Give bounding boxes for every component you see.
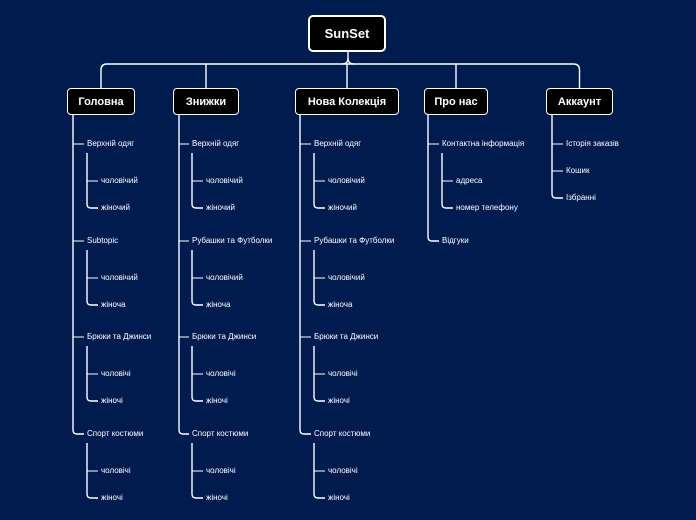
item-0-3-0[interactable]: чоловічі <box>101 466 131 475</box>
item-0-1-1[interactable]: жіноча <box>101 300 126 309</box>
group-1-2[interactable]: Брюки та Джинси <box>192 332 257 341</box>
item-2-2-1[interactable]: жіночі <box>328 396 350 405</box>
group-0-3[interactable]: Спорт костюми <box>87 429 144 438</box>
group-1-3[interactable]: Спорт костюми <box>192 429 249 438</box>
group-0-2[interactable]: Брюки та Джинси <box>87 332 152 341</box>
item-0-0-1[interactable]: жіночий <box>101 203 130 212</box>
group-1-1[interactable]: Рубашки та Футболки <box>192 236 273 245</box>
item-0-2-1[interactable]: жіночі <box>101 396 123 405</box>
group-4-0[interactable]: Історія заказів <box>566 139 619 148</box>
branch-3[interactable]: Про нас <box>424 88 488 115</box>
group-4-2[interactable]: Ізбранні <box>566 193 596 202</box>
group-0-1[interactable]: Subtopic <box>87 236 119 245</box>
item-1-2-0[interactable]: чоловічі <box>206 369 236 378</box>
branch-1[interactable]: Знижки <box>173 88 239 115</box>
item-1-3-0[interactable]: чоловічі <box>206 466 236 475</box>
item-2-1-0[interactable]: чоловічий <box>328 273 365 282</box>
branch-0[interactable]: Головна <box>67 88 135 115</box>
group-1-0[interactable]: Верхній одяг <box>192 139 240 148</box>
item-2-0-0[interactable]: чоловічий <box>328 176 365 185</box>
branch-4[interactable]: Аккаунт <box>546 88 613 115</box>
item-1-3-1[interactable]: жіночі <box>206 493 228 502</box>
item-2-0-1[interactable]: жіночий <box>328 203 357 212</box>
item-1-1-1[interactable]: жіноча <box>206 300 231 309</box>
item-3-0-1[interactable]: номер телефону <box>456 203 518 212</box>
group-0-0[interactable]: Верхній одяг <box>87 139 135 148</box>
item-1-0-0[interactable]: чоловічий <box>206 176 243 185</box>
item-0-2-0[interactable]: чоловічі <box>101 369 131 378</box>
item-2-3-1[interactable]: жіночі <box>328 493 350 502</box>
root-topic[interactable]: SunSet <box>308 15 386 52</box>
item-2-2-0[interactable]: чоловічі <box>328 369 358 378</box>
group-3-1[interactable]: Відгуки <box>442 236 469 245</box>
item-2-1-1[interactable]: жіноча <box>328 300 353 309</box>
group-3-0[interactable]: Контактна інформація <box>442 139 525 148</box>
group-2-2[interactable]: Брюки та Джинси <box>314 332 379 341</box>
item-3-0-0[interactable]: адреса <box>456 176 483 185</box>
group-2-0[interactable]: Верхній одяг <box>314 139 362 148</box>
group-4-1[interactable]: Кошик <box>566 166 590 175</box>
item-1-2-1[interactable]: жіночі <box>206 396 228 405</box>
item-0-1-0[interactable]: чоловічий <box>101 273 138 282</box>
item-0-3-1[interactable]: жіночі <box>101 493 123 502</box>
branch-2[interactable]: Нова Колекція <box>295 88 399 115</box>
item-0-0-0[interactable]: чоловічий <box>101 176 138 185</box>
group-2-3[interactable]: Спорт костюми <box>314 429 371 438</box>
item-1-0-1[interactable]: жіночий <box>206 203 235 212</box>
item-2-3-0[interactable]: чоловічі <box>328 466 358 475</box>
group-2-1[interactable]: Рубашки та Футболки <box>314 236 395 245</box>
item-1-1-0[interactable]: чоловічий <box>206 273 243 282</box>
